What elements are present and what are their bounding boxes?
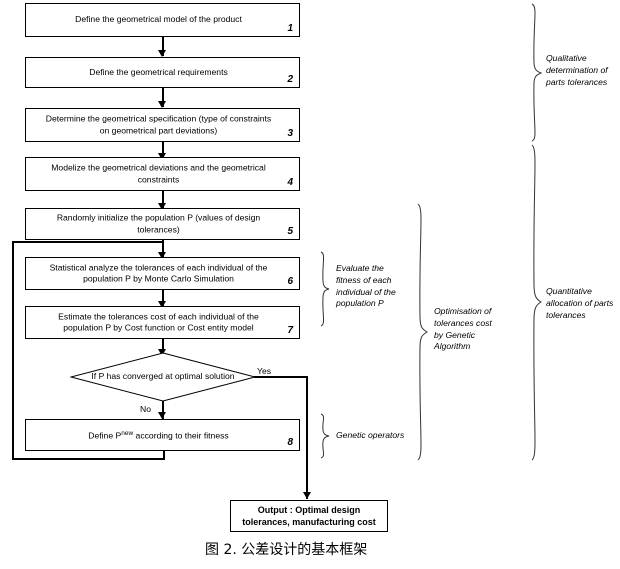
output-line-2: tolerances, manufacturing cost <box>242 517 376 527</box>
annotation-quantitative-label: Quantitative allocation of parts toleran… <box>546 286 614 320</box>
annotation-genetic-operators: Genetic operators <box>336 430 426 442</box>
brace-evaluate-fitness <box>318 251 332 327</box>
arrowhead-3-to-4 <box>158 153 166 160</box>
output-box[interactable]: Output : Optimal design tolerances, manu… <box>230 500 388 532</box>
annotation-evaluate-fitness: Evaluate the fitness of each individual … <box>336 263 408 310</box>
process-box-2[interactable]: Define the geometrical requirements 2 <box>25 57 300 88</box>
process-box-2-label: Define the geometrical requirements <box>89 66 228 77</box>
process-box-7-label: Estimate the tolerances cost of each ind… <box>58 310 259 333</box>
process-box-1[interactable]: Define the geometrical model of the prod… <box>25 3 300 37</box>
process-box-2-number: 2 <box>287 74 293 85</box>
process-box-5-number: 5 <box>287 226 293 237</box>
connector-1-to-2 <box>162 37 164 56</box>
process-box-1-number: 1 <box>287 23 293 34</box>
annotation-optimisation-label: Optimisation of tolerances cost by Genet… <box>434 306 492 352</box>
loopback-vertical-left <box>12 241 15 460</box>
brace-quantitative <box>528 144 544 461</box>
annotation-qualitative-label: Qualitative determination of parts toler… <box>546 53 608 87</box>
process-box-3-number: 3 <box>287 128 293 139</box>
process-box-8[interactable]: Define Pnew according to their fitness 8 <box>25 419 300 451</box>
annotation-genetic-operators-label: Genetic operators <box>336 430 405 440</box>
brace-optimisation <box>414 203 430 461</box>
figure-caption: 图 2. 公差设计的基本框架 <box>205 539 367 559</box>
brace-qualitative <box>528 3 544 142</box>
brace-genetic-operators-shape <box>320 413 330 459</box>
annotation-quantitative: Quantitative allocation of parts toleran… <box>546 286 620 321</box>
process-box-4-number: 4 <box>287 177 293 188</box>
brace-qualitative-shape <box>531 3 543 142</box>
process-box-7-number: 7 <box>287 325 293 336</box>
no-branch-vertical <box>162 401 164 419</box>
process-box-8-number: 8 <box>287 437 293 448</box>
output-line-1: Output : Optimal design <box>257 505 361 515</box>
arrowhead-5-to-6 <box>158 252 166 259</box>
process-box-5[interactable]: Randomly initialize the population P (va… <box>25 208 300 240</box>
decision-yes-label: Yes <box>257 366 272 376</box>
yes-branch-horizontal <box>254 376 308 379</box>
decision-no-label: No <box>140 404 151 414</box>
decision-diamond[interactable]: If P has converged at optimal solution <box>70 352 256 402</box>
process-box-1-label: Define the geometrical model of the prod… <box>75 14 242 25</box>
decision-diamond-label: If P has converged at optimal solution <box>91 371 235 382</box>
annotation-qualitative: Qualitative determination of parts toler… <box>546 53 618 88</box>
process-box-6-label: Statistical analyze the tolerances of ea… <box>49 261 268 284</box>
loopback-vertical-right <box>163 450 166 460</box>
arrowhead-6-to-7 <box>158 301 166 308</box>
process-box-8-text-sup: new <box>121 429 134 437</box>
process-box-8-text-main: Define P <box>88 430 122 441</box>
connector-4-to-5 <box>162 191 164 209</box>
connector-5-to-6 <box>162 240 164 258</box>
arrowhead-4-to-5 <box>158 203 166 210</box>
brace-evaluate-fitness-shape <box>320 251 330 327</box>
brace-optimisation-shape <box>417 203 428 461</box>
connector-7-to-decision <box>162 339 164 356</box>
loopback-horizontal-top <box>12 241 164 244</box>
process-box-8-label: Define Pnew according to their fitness <box>40 428 277 442</box>
process-box-5-label: Randomly initialize the population P (va… <box>56 212 261 234</box>
process-box-7[interactable]: Estimate the tolerances cost of each ind… <box>25 306 300 339</box>
process-box-3-label: Determine the geometrical specification … <box>45 113 272 135</box>
process-box-4[interactable]: Modelize the geometrical deviations and … <box>25 157 300 191</box>
arrowhead-7-to-decision <box>158 349 166 356</box>
annotation-evaluate-fitness-label: Evaluate the fitness of each individual … <box>336 263 396 309</box>
yes-branch-vertical <box>306 376 309 499</box>
process-box-3[interactable]: Determine the geometrical specification … <box>25 108 300 142</box>
connector-3-to-4 <box>162 142 164 159</box>
arrowhead-yes-to-output <box>302 492 311 499</box>
brace-quantitative-shape <box>531 144 542 461</box>
process-box-6-number: 6 <box>287 276 293 287</box>
figure-caption-label: 图 2. 公差设计的基本框架 <box>205 542 368 558</box>
connector-6-to-7 <box>162 290 164 307</box>
annotation-optimisation: Optimisation of tolerances cost by Genet… <box>434 306 496 353</box>
loopback-horizontal-bottom <box>12 458 165 461</box>
process-box-6[interactable]: Statistical analyze the tolerances of ea… <box>25 257 300 290</box>
arrowhead-no-to-box8 <box>158 412 166 419</box>
connector-2-to-3 <box>162 88 164 107</box>
process-box-8-text-rest: according to their fitness <box>133 430 229 441</box>
arrowhead-1-to-2 <box>158 50 166 57</box>
brace-genetic-operators <box>318 413 332 459</box>
output-box-label: Output : Optimal design tolerances, manu… <box>235 504 383 528</box>
process-box-4-label: Modelize the geometrical deviations and … <box>51 162 266 184</box>
arrowhead-2-to-3 <box>158 101 166 108</box>
